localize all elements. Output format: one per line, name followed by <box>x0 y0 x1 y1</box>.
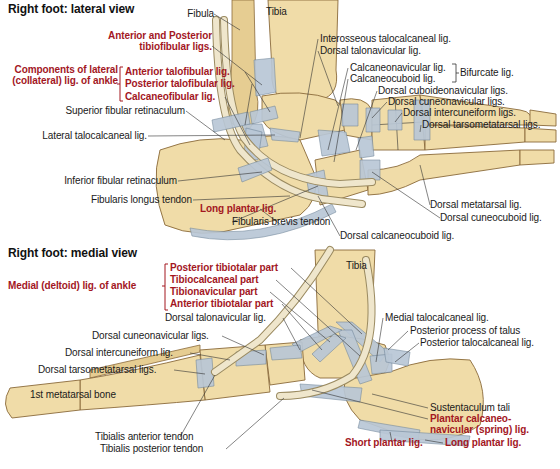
structure-label: Tibialis posterior tendon <box>100 443 203 454</box>
ligament-label: Short plantar lig. <box>345 437 423 448</box>
structure-label: Dorsal cuneocuboid lig. <box>440 212 542 223</box>
ligament-label: Anterior and Posterior tibiofibular ligs… <box>84 30 212 52</box>
structure-label: Calcaneonavicular lig. <box>350 62 446 73</box>
view-heading: Right foot: medial view <box>8 246 137 260</box>
structure-label: Posterior talocalcaneal lig. <box>420 337 534 348</box>
structure-label: Tibia <box>346 260 367 271</box>
structure-label: Inferior fibular retinaculum <box>64 175 177 186</box>
ligament-label: Plantar calcaneo- navicular (spring) lig… <box>430 413 535 435</box>
structure-label: Dorsal tarsometatarsal ligs. <box>38 364 156 375</box>
ligament-label: Components of lateral (collateral) lig. … <box>0 64 118 86</box>
structure-label: Superior fibular retinaculum <box>66 105 185 116</box>
ligament-label: Tibiocalcaneal part <box>170 274 259 285</box>
structure-label: Dorsal tarsometatarsal ligs. <box>422 119 540 130</box>
structure-label: Dorsal intercuneiform lig. <box>65 347 173 358</box>
ligament-label: Posterior tibiotalar part <box>170 262 278 273</box>
ligament-label: Long plantar lig. <box>200 203 276 214</box>
medial-view-art <box>5 250 483 449</box>
structure-label: Dorsal cuneonavicular ligs. <box>92 330 209 341</box>
structure-label: Dorsal calcaneocuboid lig. <box>340 230 454 241</box>
structure-label: Interosseous talocalcaneal lig. <box>320 33 451 44</box>
ligament-label: Long plantar lig. <box>445 437 521 448</box>
structure-label: Dorsal talonavicular lig. <box>320 45 421 56</box>
view-heading: Right foot: lateral view <box>8 2 134 16</box>
structure-label: Fibularis brevis tendon <box>232 216 330 227</box>
ligament-label: Anterior tibiotalar part <box>170 298 273 309</box>
structure-label: Tibia <box>266 6 287 17</box>
structure-label: Dorsal cuneonavicular ligs. <box>388 96 505 107</box>
ligament-label: Calcaneofibular lig. <box>125 91 215 102</box>
ligament-label: Tibionavicular part <box>170 286 257 297</box>
structure-label: Calcaneocuboid lig. <box>350 73 435 84</box>
structure-label: Bifurcate lig. <box>460 67 514 78</box>
structure-label: Sustentaculum tali <box>430 402 510 413</box>
structure-label: Lateral talocalcaneal lig. <box>42 130 147 141</box>
structure-label: Medial talocalcaneal lig. <box>385 312 489 323</box>
structure-label: Fibula <box>187 8 214 19</box>
structure-label: Dorsal cuboideonavicular ligs. <box>378 85 508 96</box>
structure-label: 1st metatarsal bone <box>30 389 116 400</box>
ligament-label: Posterior talofibular lig. <box>125 78 235 89</box>
structure-label: Fibularis longus tendon <box>91 194 192 205</box>
ligament-label: Anterior talofibular lig. <box>125 66 230 77</box>
structure-label: Tibialis anterior tendon <box>95 431 193 442</box>
ligament-label: Medial (deltoid) lig. of ankle <box>8 280 136 291</box>
structure-label: Dorsal intercuneiform ligs. <box>403 107 516 118</box>
structure-label: Dorsal metatarsal lig. <box>430 199 522 210</box>
structure-label: Posterior process of talus <box>410 325 520 336</box>
structure-label: Dorsal talonavicular lig. <box>165 312 266 323</box>
